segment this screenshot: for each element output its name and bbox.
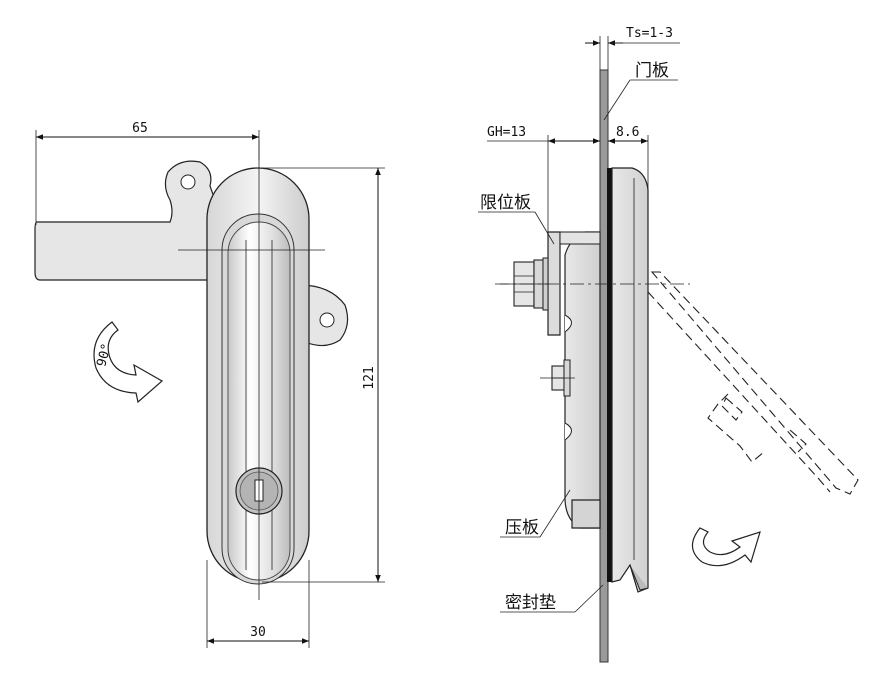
- lug-hole: [319, 312, 335, 328]
- curved-arrow-rotate-icon: [691, 527, 761, 567]
- label-pressure-plate: 压板: [505, 518, 539, 538]
- curved-arrow-rotate-90-icon: [93, 321, 164, 404]
- dimension-65: 65: [132, 121, 148, 136]
- handle-open-position: [647, 271, 859, 495]
- label-seal-gasket: 密封垫: [505, 593, 556, 613]
- front-view: 65 121 30 90°: [34, 121, 385, 648]
- seal-gasket: [607, 168, 612, 582]
- dimension-121: 121: [362, 366, 377, 389]
- dimension-gh: GH=13: [487, 125, 526, 140]
- dimension-ts: Ts=1-3: [626, 26, 673, 41]
- rotation-angle: 90°: [94, 342, 115, 369]
- label-door-panel: 门板: [635, 61, 669, 81]
- side-view: Ts=1-3 GH=13 8.6 门板 限位板 压板 密封垫: [478, 26, 859, 663]
- dimension-depth: 8.6: [616, 125, 639, 140]
- limit-plate: [547, 231, 561, 336]
- lock-tongue: [34, 160, 221, 281]
- pressure-plate: [571, 499, 601, 529]
- dimension-30: 30: [250, 625, 266, 640]
- tongue-hole: [180, 174, 196, 190]
- hex-nut-small: [540, 359, 575, 397]
- front-bezel: [611, 167, 649, 593]
- door-panel: [599, 69, 609, 663]
- label-limit-plate: 限位板: [480, 193, 531, 213]
